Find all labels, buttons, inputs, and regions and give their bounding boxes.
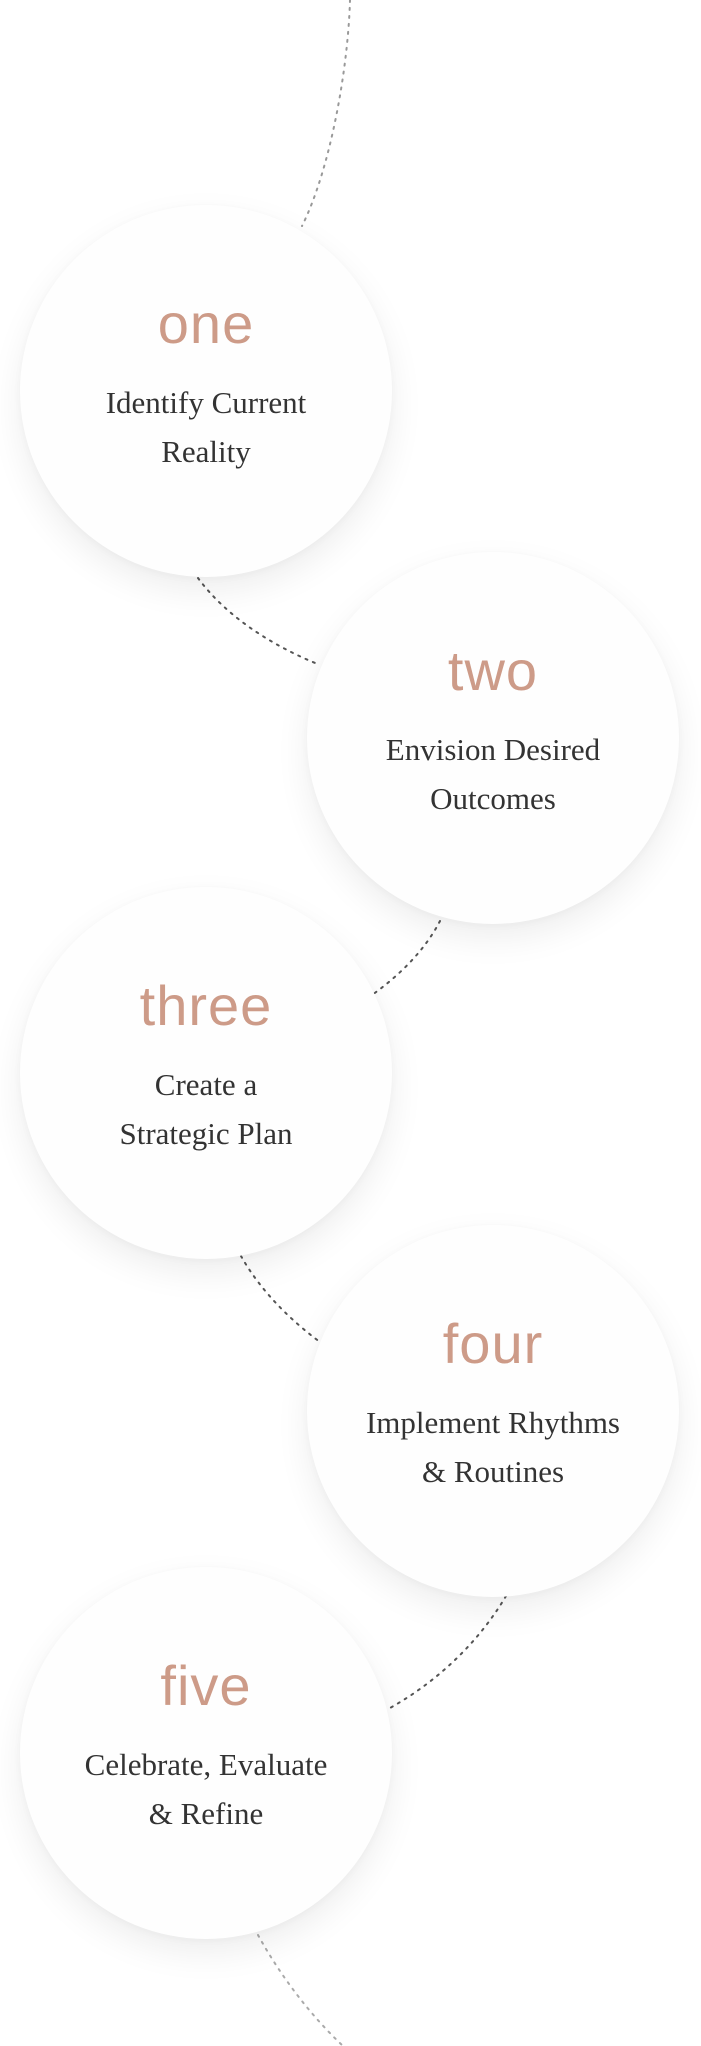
- step-number: five: [160, 1654, 252, 1717]
- step-number: two: [447, 639, 539, 702]
- step-title: Implement Rhythms & Routines: [365, 1405, 620, 1489]
- step-number: three: [139, 974, 273, 1037]
- step-title: Celebrate, Evaluate & Refine: [84, 1747, 328, 1831]
- step-title: Identify Current Reality: [105, 385, 307, 469]
- step-title: Create a Strategic Plan: [119, 1067, 293, 1151]
- step-number: one: [157, 292, 255, 355]
- connector-one-two: [197, 577, 321, 666]
- step-circle-two: two Envision Desired Outcomes: [307, 552, 679, 924]
- step-circle-four: four Implement Rhythms & Routines: [307, 1225, 679, 1597]
- connector-two-three: [371, 920, 441, 996]
- step-title: Envision Desired Outcomes: [385, 732, 601, 816]
- connector-three-four: [240, 1255, 321, 1343]
- step-circle-three: three Create a Strategic Plan: [20, 887, 392, 1259]
- connector-four-five: [389, 1595, 507, 1709]
- connector-top-fade: [301, 0, 351, 227]
- step-number: four: [442, 1312, 544, 1375]
- step-circle-five: five Celebrate, Evaluate & Refine: [20, 1567, 392, 1939]
- step-circle-one: one Identify Current Reality: [20, 205, 392, 577]
- connector-bottom-fade: [257, 1934, 344, 2046]
